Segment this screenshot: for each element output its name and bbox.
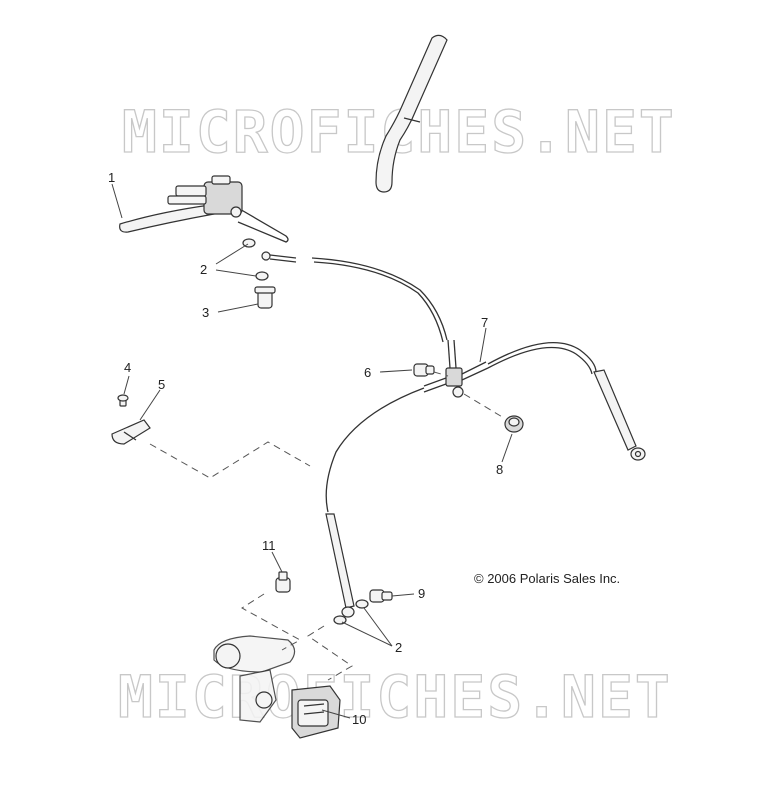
hose-clip [111, 419, 151, 445]
clip-screw [117, 394, 129, 407]
callout-4: 4 [124, 360, 131, 375]
master-cylinder-lever [119, 175, 243, 233]
routing-line-bolt6 [433, 371, 449, 377]
callout-9: 9 [418, 586, 425, 601]
handlebar [237, 34, 448, 243]
caliper-mount-bolt [275, 571, 291, 593]
callout-6: 6 [364, 365, 371, 380]
callout-1: 1 [108, 170, 115, 185]
routing-line-junction-nut [463, 393, 505, 419]
brake-hose-upper [311, 257, 448, 341]
callout-2-top: 2 [200, 262, 207, 277]
hose-junction [423, 339, 489, 398]
brake-hose-right [487, 341, 597, 373]
callout-11: 11 [262, 538, 276, 553]
routing-line-bolt11 [241, 593, 302, 651]
callout-8: 8 [496, 462, 503, 477]
callout-10: 10 [352, 712, 366, 727]
callout-3: 3 [202, 305, 209, 320]
hose-fitting-lower [325, 513, 355, 618]
banjo-bolt-top [254, 286, 276, 309]
watermark-bottom: MICROFICHES.NET [118, 663, 672, 731]
rear-caliper-assembly [213, 635, 341, 739]
routing-line-lower [307, 625, 353, 681]
copyright-text: © 2006 Polaris Sales Inc. [474, 571, 620, 586]
brake-hose-upper-2 [313, 261, 444, 343]
washers-top [242, 238, 297, 281]
junction-bolt [413, 363, 435, 377]
callout-7: 7 [481, 315, 488, 330]
washers-bottom [333, 599, 369, 625]
junction-nut [504, 415, 524, 433]
banjo-bolt-bottom [369, 589, 393, 603]
callout-5: 5 [158, 377, 165, 392]
brake-hose-lower [325, 387, 425, 513]
routing-line-left [149, 441, 311, 479]
callout-2-bottom: 2 [395, 640, 402, 655]
hose-fitting-right [593, 369, 646, 461]
brake-hose-right-2 [487, 346, 593, 375]
leader-lines [111, 183, 513, 719]
